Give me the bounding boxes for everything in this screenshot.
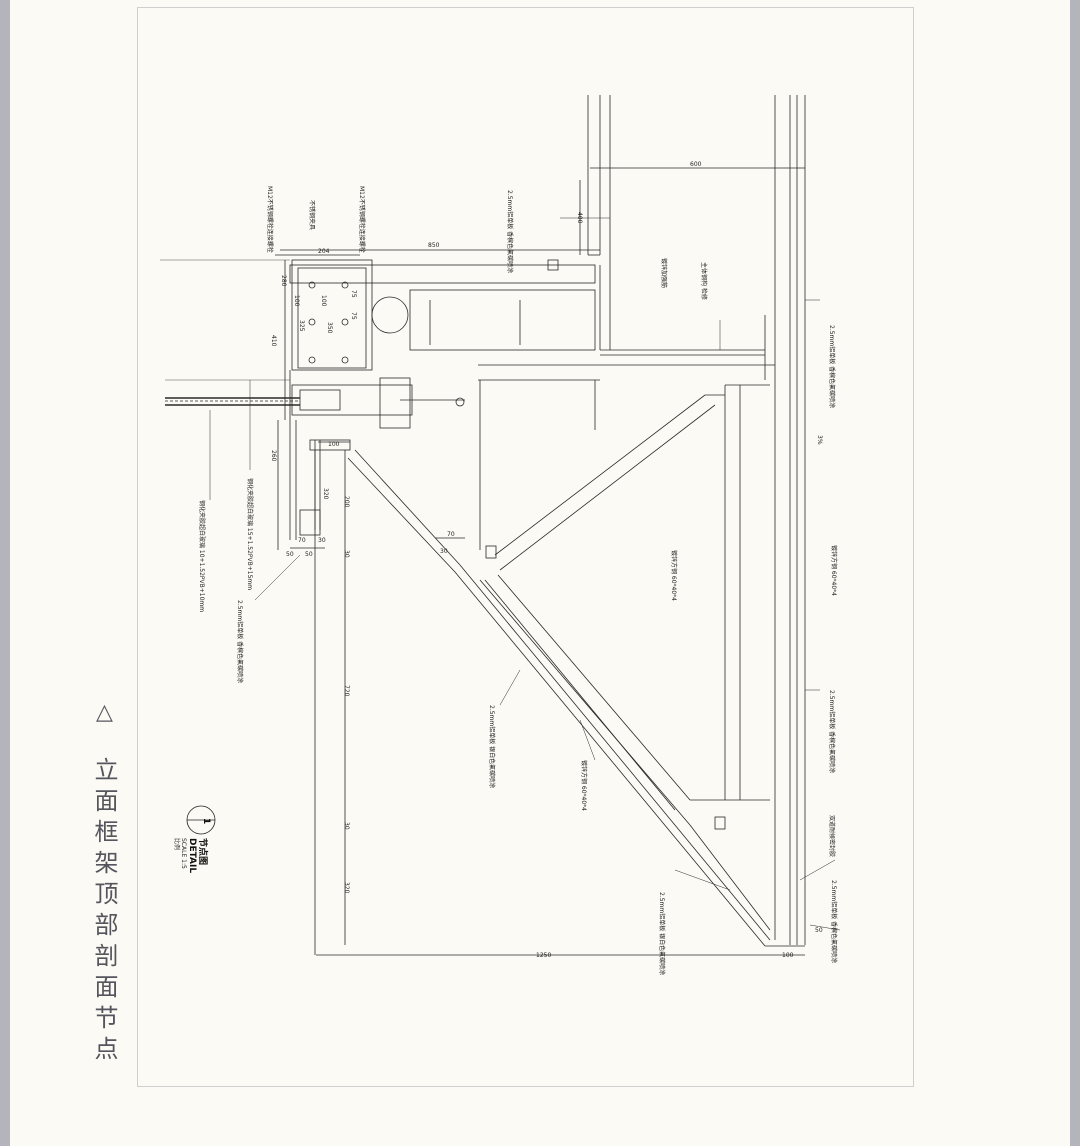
dim-70b: 70: [298, 537, 306, 544]
note-n7: 2.5mm铝单板 香槟色氟碳喷涂: [828, 325, 836, 408]
note-n6: 镀锌加强筋: [660, 258, 668, 288]
note-n15: 2.5mm铝单板 银白色氟碳喷涂: [658, 892, 666, 975]
caption-title: 立面框架顶部剖面节点: [90, 756, 118, 1067]
note-n11: 2.5mm铝单板 银白色氟碳喷涂: [488, 705, 496, 788]
note-n17: 钢化夹胶超白玻璃 10+1.52PVB+10mm: [198, 500, 206, 612]
dim-350: 350: [326, 322, 333, 334]
dim-850: 850: [428, 242, 440, 249]
dim-75b: 75: [350, 312, 357, 320]
note-n10: 2.5mm铝单板 香槟色氟碳喷涂: [828, 690, 836, 773]
note-n1: M12不锈钢螺栓连接螺栓: [266, 186, 274, 253]
note-n9: 镀锌方钢 60*40*4: [670, 550, 678, 601]
dim-320a: 320: [322, 488, 329, 500]
note-n18: 2.5mm铝单板 香槟色氟碳喷涂: [236, 600, 244, 683]
dim-600: 600: [690, 161, 702, 168]
dim-204: 204: [318, 248, 330, 255]
dim-30b: 30: [343, 550, 350, 558]
dim-100b: 100: [320, 295, 327, 307]
dim-30c: 30: [318, 537, 326, 544]
detail-scale: SCALE 1:5: [180, 838, 187, 869]
detail-scale-cn: 比例: [173, 838, 181, 850]
dim-260: 260: [270, 450, 277, 462]
dim-410: 410: [270, 335, 277, 347]
caption-triangle-marker: △: [92, 700, 117, 732]
dim-100c: 100: [328, 441, 340, 448]
dim-75a: 75: [350, 290, 357, 298]
detail-title-en: DETAIL: [187, 838, 197, 873]
dim-1250: 1250: [536, 952, 551, 959]
dim-100d: 100: [782, 952, 794, 959]
right-border-bar: [1070, 0, 1080, 1146]
dim-30a: 30: [440, 548, 448, 555]
note-n13: 双道耐候密封胶: [828, 815, 836, 857]
dim-50a: 50: [286, 551, 294, 558]
note-n3: M12不锈钢螺栓连接螺栓: [358, 186, 366, 253]
note-n2: 不锈钢夹具: [308, 200, 316, 230]
note-n4: 2.5mm铝单板 香槟色氟碳喷涂: [506, 190, 514, 273]
note-n16: 钢化夹胶超白玻璃 15+1.52PVB+15mm: [246, 478, 254, 590]
dim-100a: 100: [293, 295, 300, 307]
dim-50b: 50: [305, 551, 313, 558]
dim-30d: 30: [343, 822, 350, 830]
dim-325: 325: [298, 320, 305, 332]
left-border-bar: [0, 0, 10, 1146]
note-n5: 主体钢构 检修: [700, 262, 708, 300]
detail-title-cn: 节点图: [197, 838, 209, 865]
dim-320b: 320: [343, 882, 350, 894]
detail-symbol: [186, 805, 216, 835]
dim-70a: 70: [447, 531, 455, 538]
dim-200: 200: [343, 496, 350, 508]
dim-280: 280: [280, 275, 287, 287]
caption: △ 立面框架顶部剖面节点: [90, 700, 122, 1067]
drawing-sheet: [137, 7, 914, 1087]
note-n12: 镀锌方钢 60*40*4: [580, 760, 588, 811]
dim-720: 720: [343, 685, 350, 697]
dim-50c: 50: [815, 927, 823, 934]
note-n14: 2.5mm铝单板 香槟色氟碳喷涂: [830, 880, 838, 963]
dim-400: 400: [576, 212, 583, 224]
dim-3pct: 3%: [816, 435, 823, 445]
note-n8: 镀锌方钢 60*40*4: [830, 545, 838, 596]
detail-number: 1: [201, 818, 211, 824]
